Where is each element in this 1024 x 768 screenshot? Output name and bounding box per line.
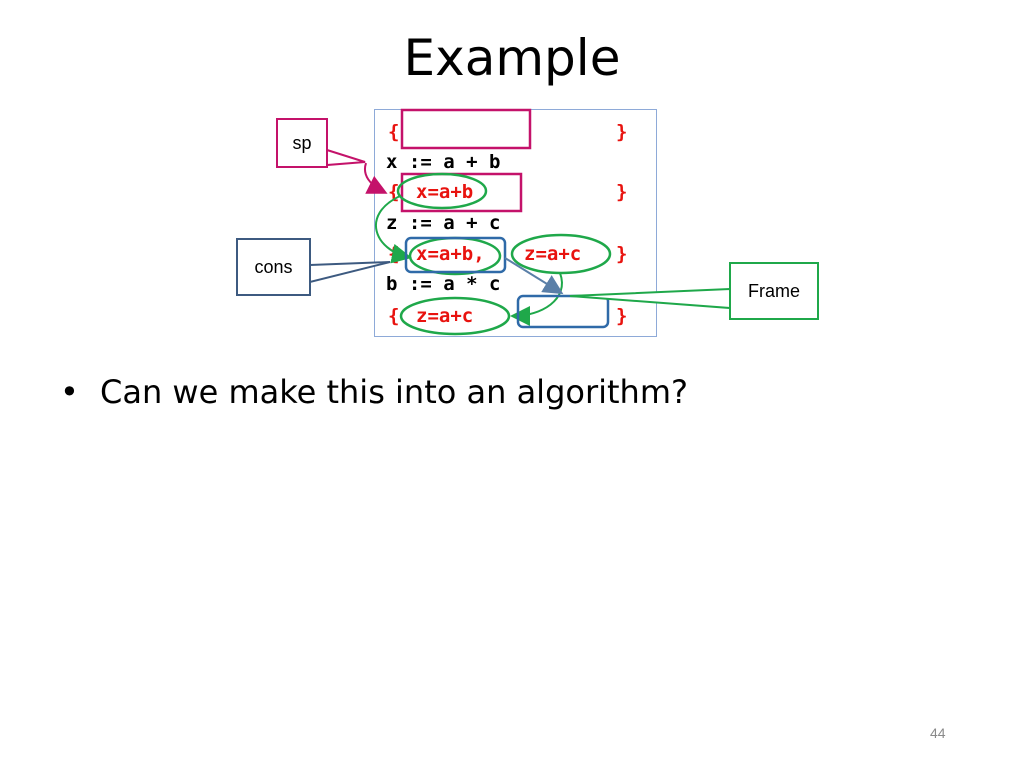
frame-callout-pointer: [569, 287, 731, 310]
cons-callout-pointer: [309, 261, 391, 284]
open-brace: {: [388, 121, 400, 143]
open-brace: {: [388, 305, 400, 327]
code-line-assign-x: x := a + b: [386, 151, 501, 173]
bullet-dot: •: [60, 373, 79, 411]
bullet-item: • Can we make this into an algorithm?: [60, 373, 688, 411]
frame-ellipse-x1: [396, 172, 488, 210]
assertion-x-conj: x=a+b,: [416, 243, 485, 265]
code-line-assign-b: b := a * c: [386, 273, 501, 295]
assertion-x: x=a+b: [416, 181, 474, 203]
slide-title: Example: [403, 29, 621, 87]
page-number: 44: [930, 725, 946, 741]
sp-callout: sp: [276, 118, 328, 168]
code-line-assign-z: z := a + c: [386, 212, 501, 234]
assertion-z: z=a+c: [524, 243, 582, 265]
cons-empty-box: [516, 294, 610, 329]
bullet-text: Can we make this into an algorithm?: [100, 373, 688, 411]
sp-arrow: [364, 162, 388, 194]
cons-callout: cons: [236, 238, 311, 296]
frame-ellipse-x2: [408, 236, 502, 276]
sp-label: sp: [292, 132, 312, 153]
close-brace: }: [616, 243, 628, 265]
cons-box: [404, 236, 507, 274]
cons-arrow: [504, 257, 564, 295]
frame-ellipse-z1: [510, 233, 612, 275]
sp-empty-assertion-box: [400, 108, 532, 150]
close-brace: }: [616, 121, 628, 143]
frame-callout: Frame: [729, 262, 819, 320]
sp-callout-pointer: [326, 148, 366, 167]
frame-label: Frame: [747, 280, 800, 301]
frame-ellipse-z2: [399, 296, 511, 336]
assertion-z-final: z=a+c: [416, 305, 474, 327]
cons-label: cons: [254, 256, 293, 277]
frame-arrow-x: [375, 195, 412, 264]
close-brace: }: [616, 181, 628, 203]
sp-result-box: [400, 172, 523, 213]
close-brace: }: [616, 305, 628, 327]
open-brace: {: [388, 181, 400, 203]
